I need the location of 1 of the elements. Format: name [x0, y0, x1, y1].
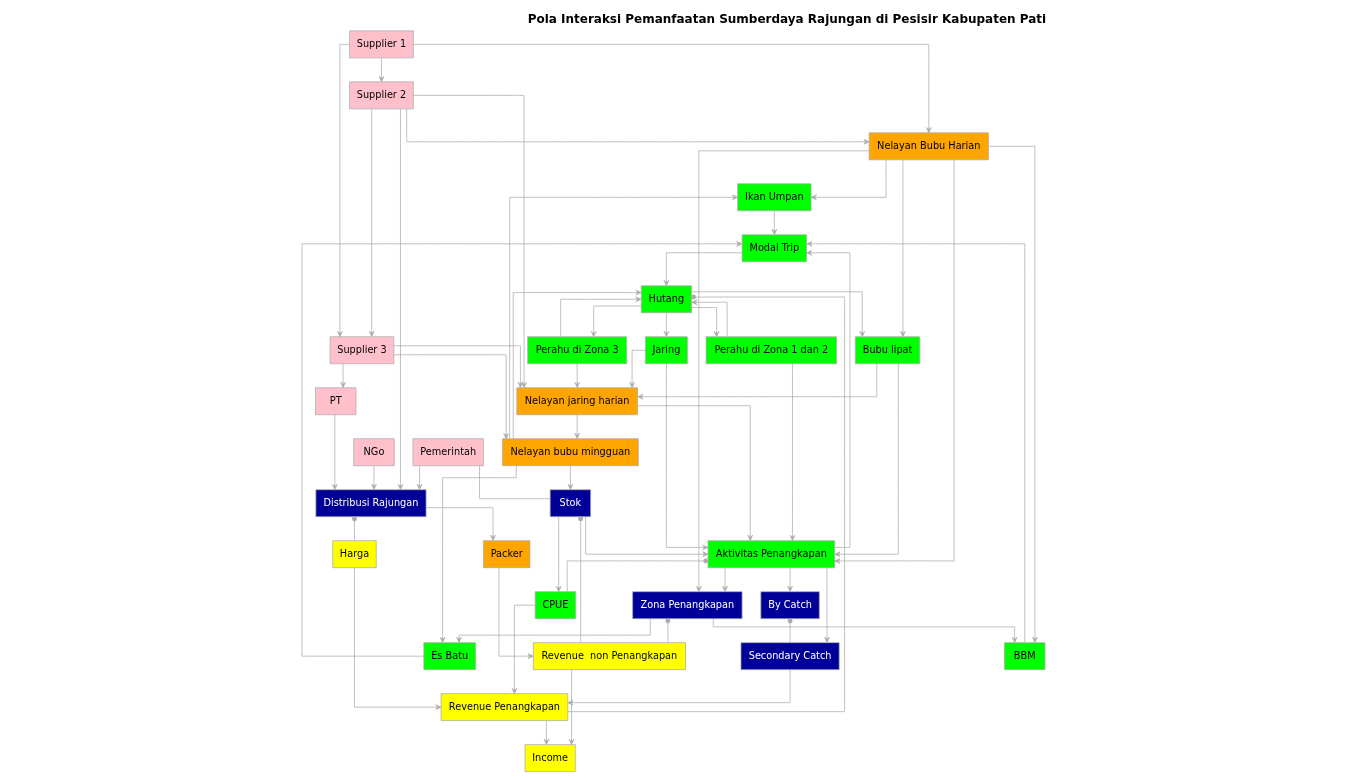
- diagram-title: Pola Interaksi Pemanfaatan Sumberdaya Rajungan di Pesisir Kabupaten Pati: [527, 12, 1046, 27]
